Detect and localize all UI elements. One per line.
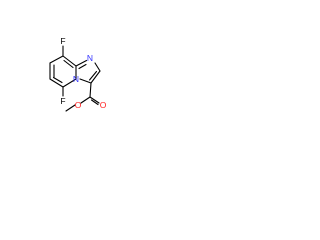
bond-carbonyl-o-double	[89, 96, 100, 104]
bond-c3-n4	[79, 78, 92, 84]
bond-c8a-n1-inner	[78, 63, 87, 70]
atom-label-o-carbonyl: O	[100, 100, 107, 110]
bond-c8-c8a-inner	[63, 59, 74, 69]
bond-c5-c6-inner	[52, 76, 63, 84]
atom-label-n-bridge: N	[73, 74, 79, 84]
bond-c2-c3-inner	[88, 70, 98, 81]
bond-carbonyl-o-single	[80, 96, 91, 104]
bond-n4-c5	[62, 78, 77, 88]
bond-c5-c6	[49, 78, 64, 88]
atom-label-n-ring-top: N	[87, 53, 93, 63]
bond-o-methyl	[65, 104, 76, 112]
bond-c8-c8a	[62, 55, 77, 67]
bond-c2-c3	[90, 70, 101, 84]
bond-c8a-n1	[75, 59, 88, 67]
atom-label-f-top: F	[60, 36, 65, 46]
bond-c7-c8	[49, 55, 64, 64]
atom-label-o-ester: O	[75, 100, 82, 110]
bond-carbonyl-o-double-inner	[90, 99, 99, 106]
bond-n1-c2	[94, 62, 101, 72]
molecule-structure: F N N F O O	[49, 36, 107, 112]
bond-c3-carbonyl	[89, 82, 92, 98]
atom-label-f-bottom: F	[60, 96, 65, 106]
molecule-canvas: F N N F O O	[0, 0, 152, 152]
